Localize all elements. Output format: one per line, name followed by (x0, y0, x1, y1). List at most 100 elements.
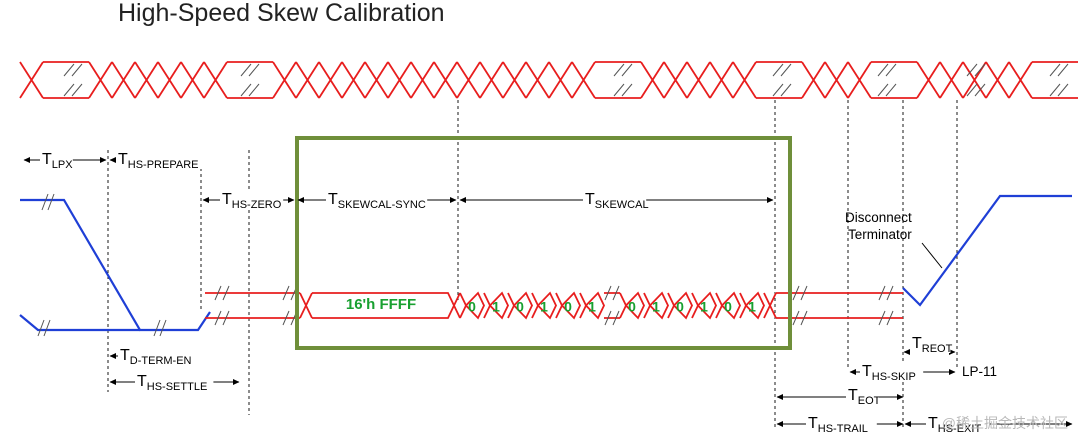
label-main: T (118, 151, 128, 168)
clock-break-mark (71, 83, 83, 97)
clock-crossing (847, 61, 872, 99)
bit-cell (531, 291, 557, 320)
label-tskewcal-sync: TSKEWCAL-SYNC (326, 189, 428, 211)
clock-crossing (410, 61, 435, 99)
label-background (806, 413, 877, 433)
label-subscript: SKEWCAL (595, 199, 649, 211)
label-background (40, 149, 73, 169)
label-text: TREOT (912, 335, 953, 355)
label-background (910, 333, 951, 353)
clock-break-mark (966, 63, 978, 77)
watermark: @稀土掘金技术社区 (941, 415, 1068, 431)
clock-break-mark (772, 63, 784, 77)
clock-crossing (663, 61, 688, 99)
sync-word-cell (312, 292, 461, 319)
clock-crossing (525, 61, 550, 99)
bit-cell (643, 291, 669, 320)
lp-signal (19, 193, 1072, 337)
label-text: THS-SKIP (862, 363, 916, 383)
data-break-mark (604, 310, 620, 326)
lp-break-mark (37, 319, 51, 337)
bit-cell (483, 291, 509, 320)
clock-break-mark (966, 83, 978, 97)
clock-break-mark (780, 63, 792, 77)
label-text: THS-ZERO (222, 191, 282, 211)
bit-label: 0 (676, 299, 684, 315)
clock-crossing (19, 61, 44, 99)
disconnect-label-line1: Disconnect (845, 210, 912, 225)
clock-crossing (295, 61, 320, 99)
label-main: T (120, 347, 130, 364)
label-main: T (928, 415, 938, 432)
clock-break-mark (240, 83, 252, 97)
diagram-title: High-Speed Skew Calibration (118, 0, 445, 27)
label-background (926, 413, 990, 433)
label-text: TEOT (848, 387, 881, 407)
clock-break-mark (974, 63, 986, 77)
lp11-label: LP-11 (962, 364, 997, 379)
bit-cell (555, 291, 581, 320)
clock-break-mark (1049, 63, 1061, 77)
data-break-mark (214, 285, 230, 301)
label-text: TLPX (42, 151, 73, 171)
clock-crossing (479, 61, 504, 99)
clock-crossing (433, 61, 458, 99)
bit-cell (715, 291, 741, 320)
clock-crossing (88, 61, 113, 99)
clock-lane (19, 61, 1078, 99)
label-background (135, 371, 214, 391)
label-text: THS-EXIT (928, 415, 981, 435)
clock-crossing (916, 61, 941, 99)
label-ths-zero: THS-ZERO (220, 189, 284, 211)
data-break-mark (604, 285, 620, 301)
label-main: T (808, 415, 818, 432)
skew-calibration-highlight-box (295, 136, 792, 350)
disconnect-pointer (921, 242, 943, 269)
clock-crossing (111, 61, 136, 99)
label-subscript: LPX (52, 159, 73, 171)
clock-break-mark (71, 63, 83, 77)
bit-cell (739, 291, 765, 320)
label-subscript: REOT (922, 343, 953, 355)
timing-guide-lines (107, 100, 958, 430)
clock-break-mark (63, 83, 75, 97)
clock-break-mark (621, 83, 633, 97)
clock-break-mark (885, 83, 897, 97)
clock-crossing (157, 61, 182, 99)
data-lane-crossing (763, 292, 777, 319)
disconnect-label-line2: Terminator (848, 227, 912, 242)
label-main: T (328, 191, 338, 208)
data-break-mark (792, 310, 808, 326)
bit-label: 0 (468, 299, 476, 315)
clock-break-mark (613, 83, 625, 97)
clock-break-mark (248, 63, 260, 77)
label-ths-trail: THS-TRAIL (806, 413, 877, 435)
clock-crossing (318, 61, 343, 99)
clock-break-mark (974, 83, 986, 97)
bit-label: 1 (588, 299, 596, 315)
clock-break-mark (885, 63, 897, 77)
clock-crossing (824, 61, 849, 99)
label-main: T (222, 191, 232, 208)
clock-break-mark (248, 83, 260, 97)
label-background (220, 189, 284, 209)
label-background (326, 189, 428, 209)
clock-crossing (364, 61, 389, 99)
label-background (118, 345, 197, 365)
clock-crossing (134, 61, 159, 99)
bit-label: 1 (748, 299, 756, 315)
clock-break-mark (780, 83, 792, 97)
label-subscript: HS-ZERO (232, 199, 282, 211)
data-break-mark (214, 310, 230, 326)
label-subscript: D-TERM-EN (130, 355, 192, 367)
clock-crossing (341, 61, 366, 99)
clock-break-mark (613, 63, 625, 77)
data-break-mark (792, 285, 808, 301)
bit-label: 0 (516, 299, 524, 315)
clock-crossing (456, 61, 481, 99)
bit-label: 1 (652, 299, 660, 315)
bit-cell (691, 291, 717, 320)
label-tskewcal: TSKEWCAL (583, 189, 649, 211)
lp-break-mark (41, 193, 55, 211)
